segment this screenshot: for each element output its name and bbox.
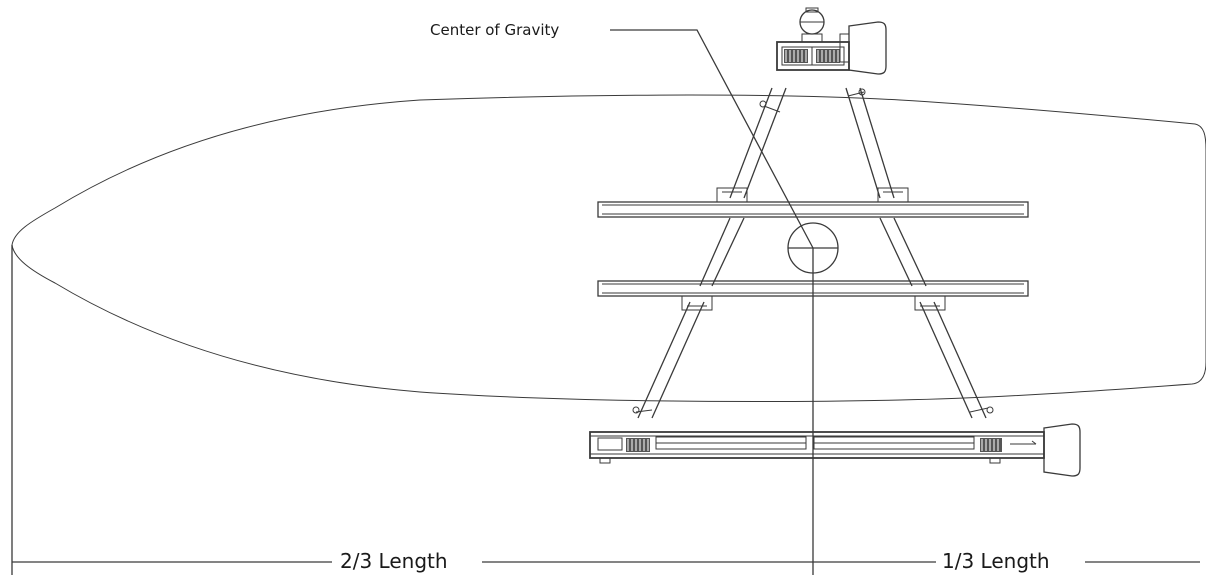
bottom-bar-assembly <box>589 423 1081 477</box>
top-unit-assembly <box>776 7 887 75</box>
dim-two-thirds-label: 2/3 Length <box>340 549 448 573</box>
bottom-coil-left <box>626 438 650 452</box>
top-crossbar <box>597 187 1029 218</box>
cg-label: Center of Gravity <box>430 21 559 39</box>
a-frame-legs <box>632 87 994 419</box>
top-unit-coil-right <box>816 49 840 63</box>
cg-leader <box>610 29 814 575</box>
bottom-coil-right <box>980 438 1002 452</box>
bottom-motor-box <box>1043 423 1081 477</box>
dim-one-third-label: 1/3 Length <box>942 549 1050 573</box>
top-motor-box <box>848 21 887 75</box>
top-unit-coil-left <box>784 49 808 63</box>
hull-outline <box>11 94 1206 402</box>
